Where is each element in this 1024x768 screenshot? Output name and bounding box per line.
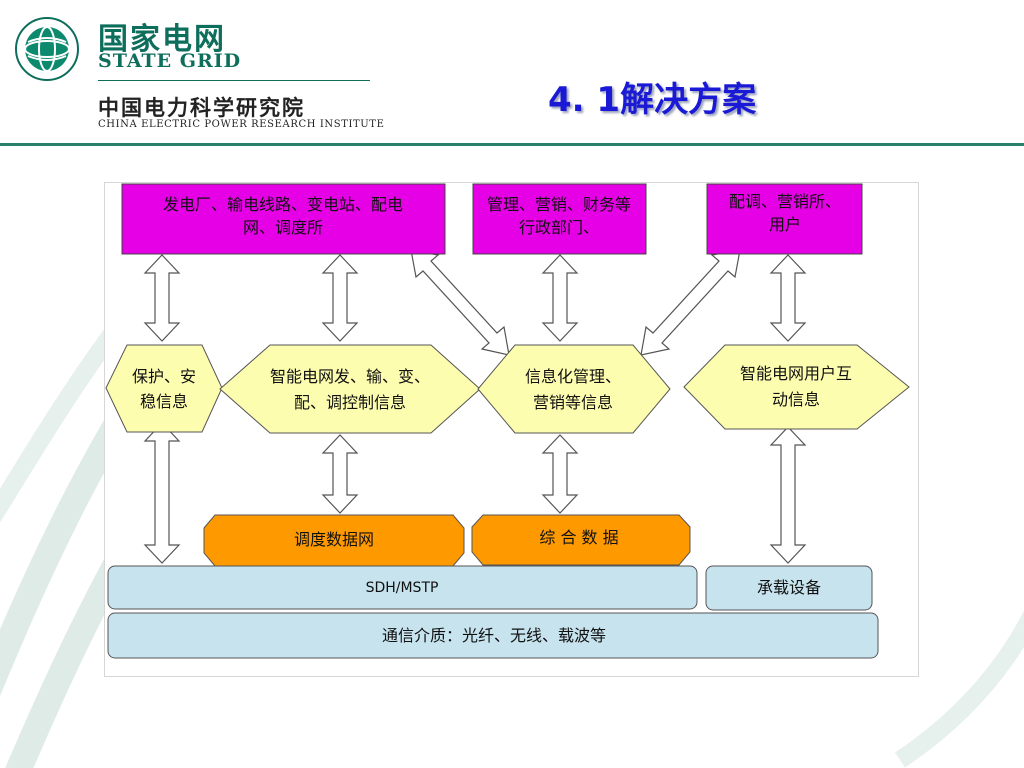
top-box-admin-line1: 管理、营销、财务等 <box>487 195 631 214</box>
carrier-equipment-label: 承载设备 <box>757 578 821 597</box>
solution-diagram: 发电厂、输电线路、变电站、配电 网、调度所 管理、营销、财务等 行政部门、 配调… <box>104 182 919 677</box>
dispatch-data-network: 调度数据网 <box>203 514 465 567</box>
state-grid-logo-icon <box>15 17 79 81</box>
arrows-layer <box>143 249 807 564</box>
top-box-admin-line2: 行政部门、 <box>519 218 599 237</box>
communication-media-label: 通信介质：光纤、无线、载波等 <box>382 626 606 645</box>
arrow-user-box-to-interaction <box>769 254 807 342</box>
carrier-equipment-box: 承载设备 <box>705 565 873 611</box>
hex-user-interaction: 智能电网用户互 动信息 <box>683 344 910 430</box>
top-box-generation-line1: 发电厂、输电线路、变电站、配电 <box>163 195 403 214</box>
top-box-users-line1: 配调、营销所、 <box>729 192 841 211</box>
header-rule <box>0 143 1024 146</box>
dispatch-data-network-label: 调度数据网 <box>294 530 374 549</box>
arrow-top-left-to-control <box>321 254 359 342</box>
hex-management-info: 信息化管理、 营销等信息 <box>477 344 671 434</box>
integrated-data-network: 综 合 数 据 <box>471 514 691 566</box>
arrow-user-box-to-info-diagonal <box>640 249 741 356</box>
hex-protection-line2: 稳信息 <box>140 392 188 411</box>
slide-header: 国家电网 STATE GRID 中国电力科学研究院 CHINA ELECTRIC… <box>0 0 1024 150</box>
communication-media-layer: 通信介质：光纤、无线、载波等 <box>107 612 879 659</box>
top-box-admin: 管理、营销、财务等 行政部门、 <box>472 183 647 255</box>
brand-name-chinese: 国家电网 <box>98 22 226 57</box>
diagram-canvas: 发电厂、输电线路、变电站、配电 网、调度所 管理、营销、财务等 行政部门、 配调… <box>105 183 910 659</box>
arrow-top-left-to-info-diagonal <box>410 249 510 356</box>
hex-protection-line1: 保护、安 <box>132 367 196 386</box>
sdh-mstp-label: SDH/MSTP <box>366 580 439 596</box>
arrow-top-left-to-protection <box>143 254 181 342</box>
hex-protection: 保护、安 稳信息 <box>105 344 223 433</box>
institute-name-english: CHINA ELECTRIC POWER RESEARCH INSTITUTE <box>98 119 385 130</box>
arrow-protection-to-sdh <box>143 422 181 564</box>
hex-control-info-line1: 智能电网发、输、变、 <box>270 367 430 386</box>
top-box-generation-line2: 网、调度所 <box>243 218 323 237</box>
top-box-generation: 发电厂、输电线路、变电站、配电 网、调度所 <box>121 183 446 255</box>
brand-divider <box>98 80 370 81</box>
brand-name-english: STATE GRID <box>98 50 242 72</box>
arrow-admin-to-info <box>541 254 579 342</box>
hex-management-info-line1: 信息化管理、 <box>525 367 621 386</box>
arrow-control-to-dispatch-network <box>321 434 359 514</box>
hex-user-interaction-line1: 智能电网用户互 <box>740 364 852 383</box>
top-box-users: 配调、营销所、 用户 <box>706 183 863 255</box>
hex-user-interaction-line2: 动信息 <box>772 390 820 409</box>
integrated-data-network-label: 综 合 数 据 <box>539 528 618 547</box>
slide-title: 4. 1解决方案 <box>548 80 757 120</box>
hex-control-info-line2: 配、调控制信息 <box>294 393 406 412</box>
hex-control-info: 智能电网发、输、变、 配、调控制信息 <box>219 344 481 434</box>
arrow-interaction-to-carrier <box>769 426 807 564</box>
arrow-info-to-integrated-data <box>541 434 579 514</box>
hex-management-info-line2: 营销等信息 <box>533 393 613 412</box>
institute-name-chinese: 中国电力科学研究院 <box>98 96 305 120</box>
sdh-mstp-layer: SDH/MSTP <box>107 565 698 610</box>
top-box-users-line2: 用户 <box>769 215 801 234</box>
